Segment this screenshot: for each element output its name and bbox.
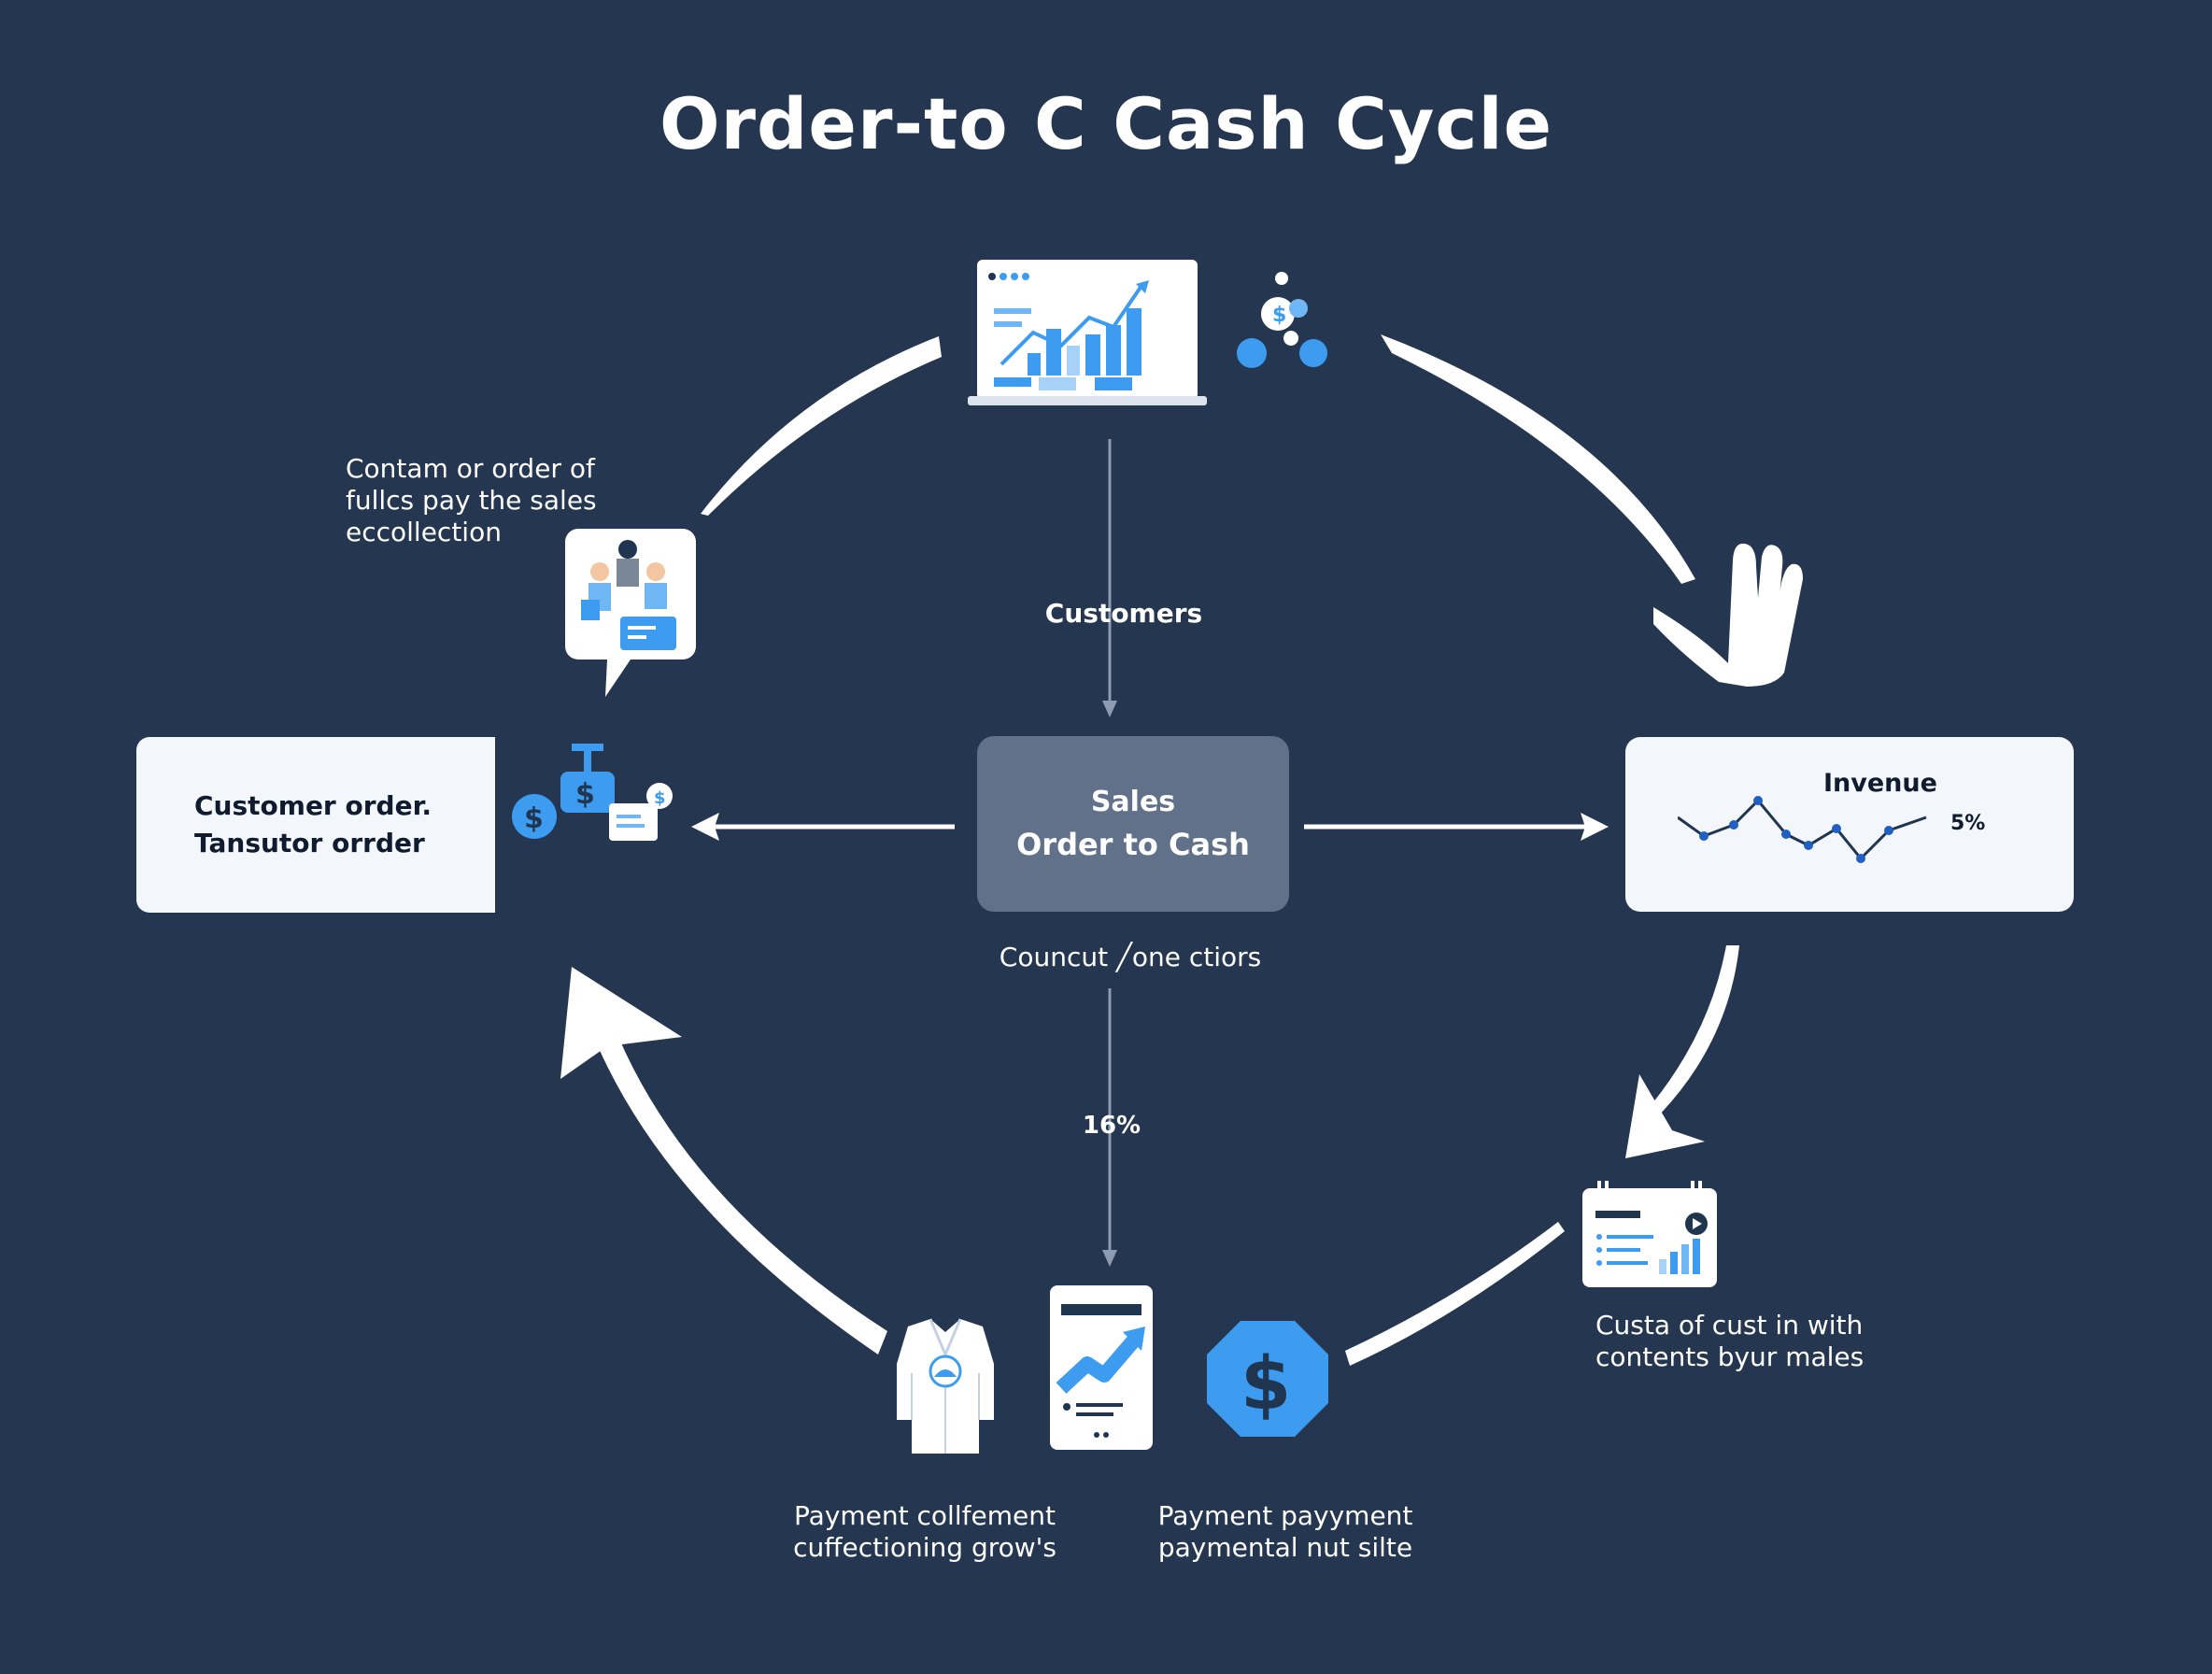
gears-dollar-icon: $ — [1237, 272, 1327, 368]
bottom-right-caption-line-2: contents byur males — [1595, 1341, 1865, 1372]
bottom-mid-caption-line-1: Payment payyment — [1157, 1500, 1413, 1531]
arrowhead-right-bottom — [1625, 1074, 1705, 1158]
mobile-growth-icon — [1050, 1285, 1153, 1450]
connector-bottom-head — [1102, 1250, 1117, 1267]
center-box-line-2: Order to Cash — [1016, 827, 1250, 862]
money-stack-icon: $ $ $ — [512, 744, 673, 841]
bottom-left-caption-line-2: cuffectioning grow's — [793, 1532, 1056, 1563]
invenue-heading: Invenue — [1823, 769, 1937, 798]
trend-line-icon — [1678, 796, 1927, 863]
bottom-right-caption-line-1: Custa of cust in with — [1595, 1310, 1864, 1341]
invenue-percent: 5% — [1950, 812, 1986, 835]
invenue-box: Invenue 5% — [1625, 737, 2074, 912]
customer-order-box: Customer order. Tansutor orrder — [136, 737, 495, 913]
arrow-bottom-right — [1345, 1222, 1565, 1366]
uniform-icon — [897, 1318, 994, 1454]
dollar-badge-icon: $ — [1207, 1321, 1328, 1437]
team-meeting-icon — [565, 529, 696, 697]
arrow-right-bottom — [1644, 945, 1739, 1121]
svg-text:$: $ — [1272, 304, 1286, 327]
top-left-caption-line-2: fullcs pay the sales — [346, 485, 597, 516]
customer-order-line-1: Customer order. — [194, 790, 432, 821]
svg-text:$: $ — [654, 788, 666, 808]
center-below-label: Councut ╱one ctiors — [999, 942, 1262, 972]
connector-top-head — [1102, 701, 1117, 717]
top-left-caption: Contam or order of fullcs pay the sales … — [346, 453, 597, 548]
top-left-caption-line-3: eccollection — [346, 517, 502, 547]
bottom-mid-caption: Payment payyment paymental nut silte — [1127, 1500, 1444, 1564]
arrow-center-right-head — [1581, 813, 1609, 841]
arrowhead-bottom-left — [560, 967, 682, 1079]
analytics-dashboard-icon — [968, 260, 1207, 405]
arrow-top-right — [1381, 334, 1695, 584]
customers-label: Customers — [1044, 598, 1203, 629]
bottom-mid-caption-line-2: paymental nut silte — [1157, 1532, 1413, 1563]
center-box-line-1: Sales — [1090, 786, 1176, 818]
arrow-center-left-head — [691, 813, 719, 841]
center-percent: 16% — [1082, 1112, 1141, 1140]
svg-text:$: $ — [1241, 1342, 1291, 1426]
arrow-top-left — [701, 336, 942, 516]
bottom-left-caption: Payment collfement cuffectioning grow's — [766, 1500, 1084, 1564]
bottom-left-caption-line-1: Payment collfement — [794, 1500, 1056, 1531]
diagram-title: Order-to C Cash Cycle — [659, 82, 1553, 165]
customer-order-line-2: Tansutor orrder — [194, 828, 425, 858]
arrow-bottom-left — [598, 1037, 887, 1355]
svg-text:$: $ — [524, 802, 544, 835]
hand-icon — [1653, 543, 1803, 687]
top-left-caption-line-1: Contam or order of — [346, 453, 595, 484]
invoice-dashboard-icon — [1582, 1181, 1717, 1287]
sales-order-to-cash-box: Sales Order to Cash — [977, 736, 1289, 912]
svg-text:$: $ — [575, 778, 595, 811]
bottom-right-caption: Custa of cust in with contents byur male… — [1595, 1310, 1864, 1373]
